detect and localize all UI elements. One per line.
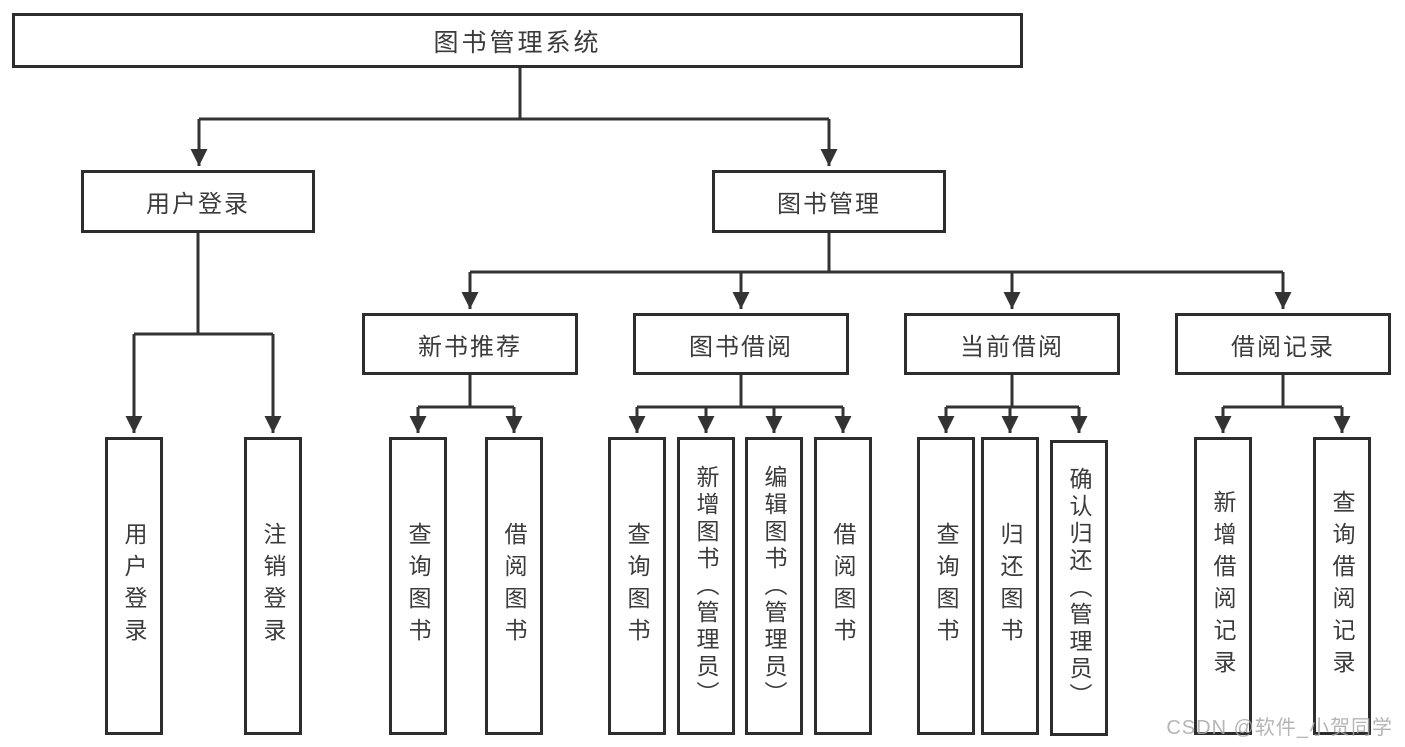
node-label: 查询图书	[933, 522, 959, 650]
node-new-book-recommend: 新书推荐	[362, 313, 578, 375]
node-label: 查询图书	[405, 522, 431, 650]
node-label: 借阅记录	[1231, 333, 1335, 361]
node-leaf-logout: 注销登录	[244, 437, 302, 735]
node-label: 归还图书	[997, 522, 1023, 650]
node-label: 新书推荐	[418, 333, 522, 361]
node-bb-borrow-book: 借阅图书	[814, 437, 872, 735]
node-cb-return-book: 归还图书	[981, 437, 1039, 735]
node-borrow-record: 借阅记录	[1175, 313, 1391, 375]
node-label: 当前借阅	[960, 333, 1064, 361]
node-bb-add-book-admin: 新增图书（管理员）	[677, 437, 735, 735]
node-label: 新增借阅记录	[1210, 490, 1236, 682]
node-book-borrow: 图书借阅	[633, 313, 849, 375]
node-br-add-record: 新增借阅记录	[1194, 437, 1252, 735]
node-leaf-user-login: 用户登录	[105, 437, 163, 735]
node-br-query-record: 查询借阅记录	[1313, 437, 1371, 735]
node-label: 新增图书（管理员）	[693, 464, 719, 708]
node-bb-edit-book-admin: 编辑图书（管理员）	[745, 437, 803, 735]
node-bb-query-book: 查询图书	[608, 437, 666, 735]
node-label: 编辑图书（管理员）	[761, 464, 787, 708]
node-label: 查询图书	[624, 522, 650, 650]
node-root: 图书管理系统	[12, 13, 1023, 68]
node-label: 确认归还（管理员）	[1066, 466, 1092, 710]
node-label: 图书借阅	[689, 333, 793, 361]
csdn-watermark: CSDN @软件_小贺同学	[1166, 717, 1393, 739]
node-label: 用户登录	[121, 522, 147, 650]
node-label: 借阅图书	[830, 522, 856, 650]
node-label: 用户登录	[146, 191, 250, 218]
node-cb-confirm-return-admin: 确认归还（管理员）	[1050, 440, 1108, 736]
node-label: 借阅图书	[501, 522, 527, 650]
node-label: 图书管理	[777, 191, 881, 218]
node-label: 查询借阅记录	[1329, 490, 1355, 682]
node-label: 图书管理系统	[433, 28, 602, 57]
node-rec-borrow-book: 借阅图书	[485, 437, 543, 735]
node-book-management: 图书管理	[712, 170, 946, 233]
node-label: 注销登录	[260, 522, 286, 650]
node-rec-query-book: 查询图书	[389, 437, 447, 735]
node-current-borrow: 当前借阅	[904, 313, 1120, 375]
node-cb-query-book: 查询图书	[917, 437, 975, 735]
node-user-login: 用户登录	[81, 170, 315, 233]
connector-trunks	[134, 67, 1342, 409]
